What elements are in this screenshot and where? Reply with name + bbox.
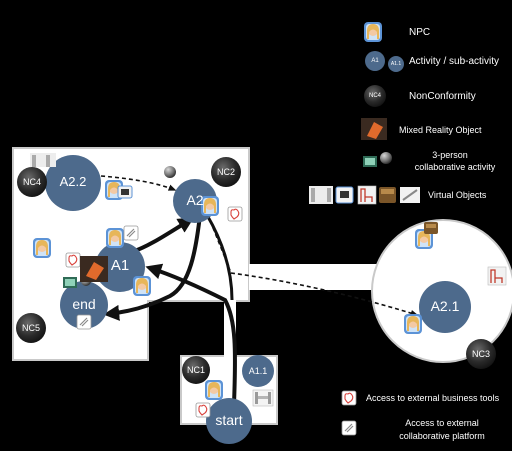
legend-nc-icon-text: NC4 <box>368 93 381 99</box>
nc4-label: NC4 <box>22 177 41 187</box>
activity-end[interactable] <box>60 281 108 329</box>
virtual-object-icon <box>30 153 56 167</box>
npc-icon[interactable] <box>133 276 151 296</box>
legend-nonconformity-label: NonConformity <box>409 91 476 102</box>
npc-icon[interactable] <box>404 314 422 334</box>
activity-a2-1[interactable] <box>419 281 471 333</box>
activity-start-label: start <box>215 412 243 428</box>
legend-three-person-label-1: 3-person <box>432 150 468 160</box>
business-tool-icon[interactable] <box>227 206 243 222</box>
dashed-route-a22-a2 <box>100 175 177 191</box>
activity-a2-2[interactable] <box>45 155 101 211</box>
legend-activity-icon <box>365 51 385 71</box>
route-a2-end <box>103 214 202 321</box>
corridor-floor <box>249 264 390 290</box>
legend-collab-platform-icon <box>341 420 357 436</box>
mixed-reality-object-icon[interactable] <box>80 256 108 282</box>
legend-subactivity-icon-text: A1.1 <box>390 61 402 67</box>
activity-end-label: end <box>72 296 96 312</box>
virtual-object-icon <box>424 222 438 234</box>
virtual-object-icon <box>487 266 507 286</box>
activity-a2-2-label: A2.2 <box>59 174 87 189</box>
legend-subactivity-icon <box>388 56 404 72</box>
legend-collab-platform-label-2: collaborative platform <box>399 431 485 441</box>
nc5-label: NC5 <box>21 323 40 333</box>
legend-nonconformity-icon <box>364 85 386 107</box>
legend-three-person-label-2: collaborative activity <box>414 162 496 172</box>
legend-npc-label: NPC <box>409 27 431 38</box>
nonconformity-nc1[interactable] <box>182 356 210 384</box>
npc-icon[interactable] <box>205 380 223 400</box>
collaborative-platform-icon[interactable] <box>123 225 139 241</box>
legend-activity-icon-text: A1 <box>371 58 379 64</box>
legend-collab-platform-label-1: Access to external <box>405 418 479 428</box>
legend-activity-label: Activity / sub-activity <box>409 56 500 67</box>
route-start-a1 <box>145 263 238 405</box>
nonconformity-nc3[interactable] <box>466 339 496 369</box>
virtual-object-icon <box>117 185 133 199</box>
activity-a1-1-label: A1.1 <box>248 366 268 376</box>
activity-a2-1-label: A2.1 <box>430 298 460 314</box>
business-tool-icon[interactable] <box>65 252 81 268</box>
virtual-object-icon <box>252 389 274 407</box>
nc2-label: NC2 <box>216 167 235 177</box>
npc-icon[interactable] <box>106 228 124 248</box>
legend-three-person-icon <box>363 152 392 167</box>
legend-mixed-reality-label: Mixed Reality Object <box>399 125 482 135</box>
screen-icon <box>63 277 77 288</box>
activity-a2-label: A2 <box>186 192 204 208</box>
nc1-label: NC1 <box>186 365 205 375</box>
legend-business-tools-label: Access to external business tools <box>366 393 500 403</box>
nc3-label: NC3 <box>471 349 490 359</box>
npc-icon[interactable] <box>33 238 51 258</box>
nonconformity-nc5[interactable] <box>16 313 46 343</box>
legend-mixed-reality-icon <box>361 118 387 140</box>
activity-a1-1[interactable] <box>242 355 274 387</box>
route-a2-return <box>205 214 234 301</box>
nonconformity-nc4[interactable] <box>17 167 47 197</box>
activity-start[interactable] <box>206 398 252 444</box>
legend-virtual-objects-label: Virtual Objects <box>428 190 487 200</box>
three-person-sphere <box>164 166 176 178</box>
legend-npc-icon <box>364 22 382 42</box>
legend-virtual-objects-icons <box>309 185 420 205</box>
activity-a1-label: A1 <box>110 257 130 274</box>
legend-business-tool-icon <box>341 390 357 406</box>
collaborative-platform-icon[interactable] <box>76 314 92 330</box>
nonconformity-nc2[interactable] <box>211 157 241 187</box>
